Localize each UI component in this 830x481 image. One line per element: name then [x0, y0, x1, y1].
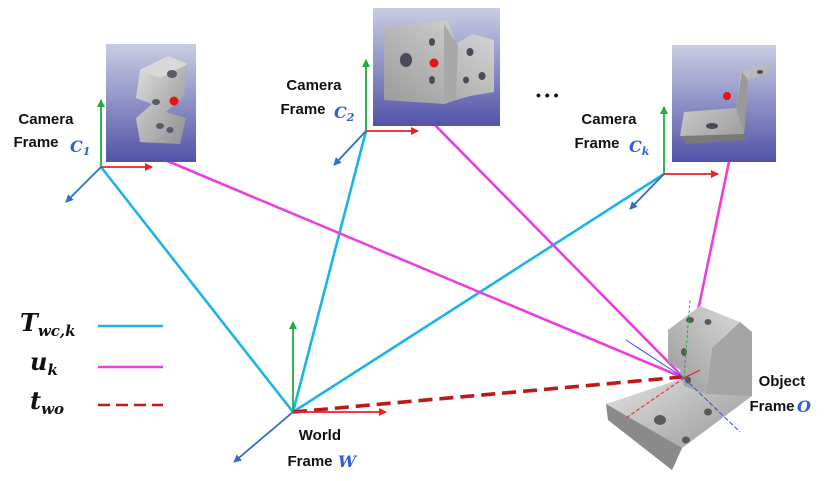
- object-frame-symbol: O: [797, 397, 811, 416]
- camera-image-c2: [373, 8, 500, 126]
- projection-lines: [164, 121, 732, 380]
- legend-item-projection: uk: [30, 347, 163, 379]
- camera-c1-label: Camera Frame: [13, 111, 77, 151]
- camera-image-c1: [106, 44, 196, 162]
- frame-axes-object: [625, 299, 741, 433]
- frame-axes-ck: [629, 106, 719, 210]
- bracket-render-c1: [136, 56, 188, 144]
- camera-ck-label: Camera Frame: [574, 111, 640, 152]
- legend-item-transform: Twc,k: [20, 308, 163, 340]
- translation-line: [292, 375, 683, 414]
- frame-axes-world: [233, 321, 387, 463]
- camera-ck-symbol: Ck: [629, 137, 650, 158]
- svg-text:uk: uk: [30, 347, 58, 379]
- transform-line-c1: [99, 166, 295, 413]
- projection-line-c2: [431, 121, 685, 379]
- svg-text:Twc,k: Twc,k: [20, 308, 76, 340]
- feature-point: [169, 96, 179, 106]
- bracket-render-c2: [384, 20, 494, 104]
- camera-c2-symbol: C2: [334, 103, 355, 124]
- object-frame-label: Object Frame: [749, 373, 809, 415]
- feature-point: [723, 92, 731, 100]
- projection-line-c1: [164, 158, 685, 380]
- camera-c1-symbol: C1: [70, 137, 90, 158]
- world-frame-symbol: W: [338, 452, 358, 471]
- legend-item-translation: two: [30, 386, 163, 418]
- bracket-render-ck: [680, 64, 770, 144]
- transform-line-c2: [291, 130, 368, 413]
- object-bracket: [606, 306, 752, 470]
- frame-axes-c2: [333, 59, 419, 166]
- frame-axes-c1: [65, 99, 153, 203]
- svg-text:two: two: [30, 386, 64, 418]
- camera-c2-label: Camera Frame: [280, 77, 345, 118]
- world-frame-label: World Frame: [287, 427, 345, 470]
- legend: Twc,k uk two: [20, 308, 163, 418]
- camera-image-ck: [672, 45, 776, 162]
- feature-point: [429, 58, 439, 68]
- ellipsis: • • •: [536, 87, 559, 103]
